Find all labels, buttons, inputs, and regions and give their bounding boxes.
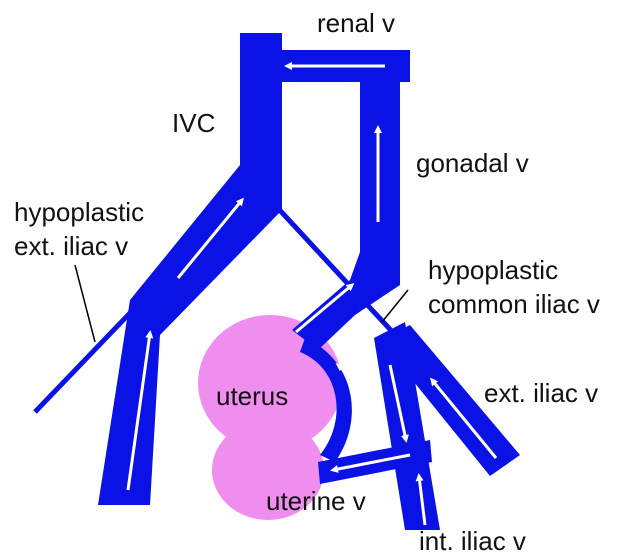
label-hypoplastic-common-iliac-1: hypoplastic: [428, 255, 558, 285]
gonadal-vein: [292, 70, 400, 350]
label-uterus: uterus: [216, 381, 288, 411]
leader-hypo-common-iliac: [382, 290, 408, 322]
label-gonadal-v: gonadal v: [416, 148, 529, 178]
label-int-iliac-v: int. iliac v: [419, 526, 526, 556]
label-ext-iliac-v: ext. iliac v: [484, 378, 598, 408]
label-uterine-v: uterine v: [266, 486, 366, 516]
label-renal-v: renal v: [317, 8, 395, 38]
leader-hypo-ext-iliac: [75, 265, 95, 342]
label-hypoplastic-ext-iliac-2: ext. iliac v: [14, 231, 128, 261]
label-hypoplastic-ext-iliac-1: hypoplastic: [14, 197, 144, 227]
label-hypoplastic-common-iliac-2: common iliac v: [428, 289, 600, 319]
label-ivc: IVC: [172, 108, 215, 138]
